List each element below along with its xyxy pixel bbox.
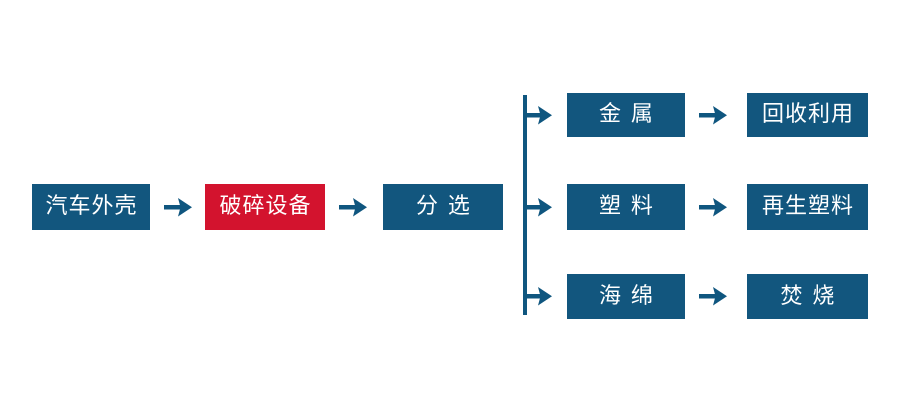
flow-node-label: 分选	[416, 194, 480, 219]
arrow-right-icon	[524, 196, 554, 218]
flow-node-label: 汽车外壳	[45, 194, 138, 219]
arrow-right-icon	[524, 285, 554, 307]
flow-node-label: 再生塑料	[761, 194, 854, 219]
flow-node-recycling: 回收利用	[747, 93, 868, 137]
flow-node-label: 海绵	[599, 283, 663, 309]
flow-node-incineration: 焚烧	[747, 274, 868, 319]
arrow-right-icon	[164, 196, 194, 218]
flow-node-sorting: 分选	[383, 184, 503, 230]
flow-node-label: 塑料	[599, 194, 663, 219]
flow-node-car-shell: 汽车外壳	[32, 184, 150, 230]
flow-node-plastic: 塑料	[567, 184, 685, 230]
arrow-right-icon	[699, 285, 729, 307]
flow-node-label: 回收利用	[761, 102, 854, 127]
arrow-right-icon	[339, 196, 369, 218]
flow-node-crusher: 破碎设备	[205, 184, 325, 230]
flow-node-recycled-plastic: 再生塑料	[747, 184, 868, 230]
arrow-right-icon	[699, 196, 729, 218]
flow-node-label: 破碎设备	[219, 194, 312, 219]
flow-node-label: 金属	[599, 102, 663, 127]
flow-node-sponge: 海绵	[567, 274, 685, 319]
flow-node-label: 焚烧	[780, 283, 845, 309]
arrow-right-icon	[699, 104, 729, 126]
arrow-right-icon	[524, 104, 554, 126]
flow-node-metal: 金属	[567, 93, 685, 137]
